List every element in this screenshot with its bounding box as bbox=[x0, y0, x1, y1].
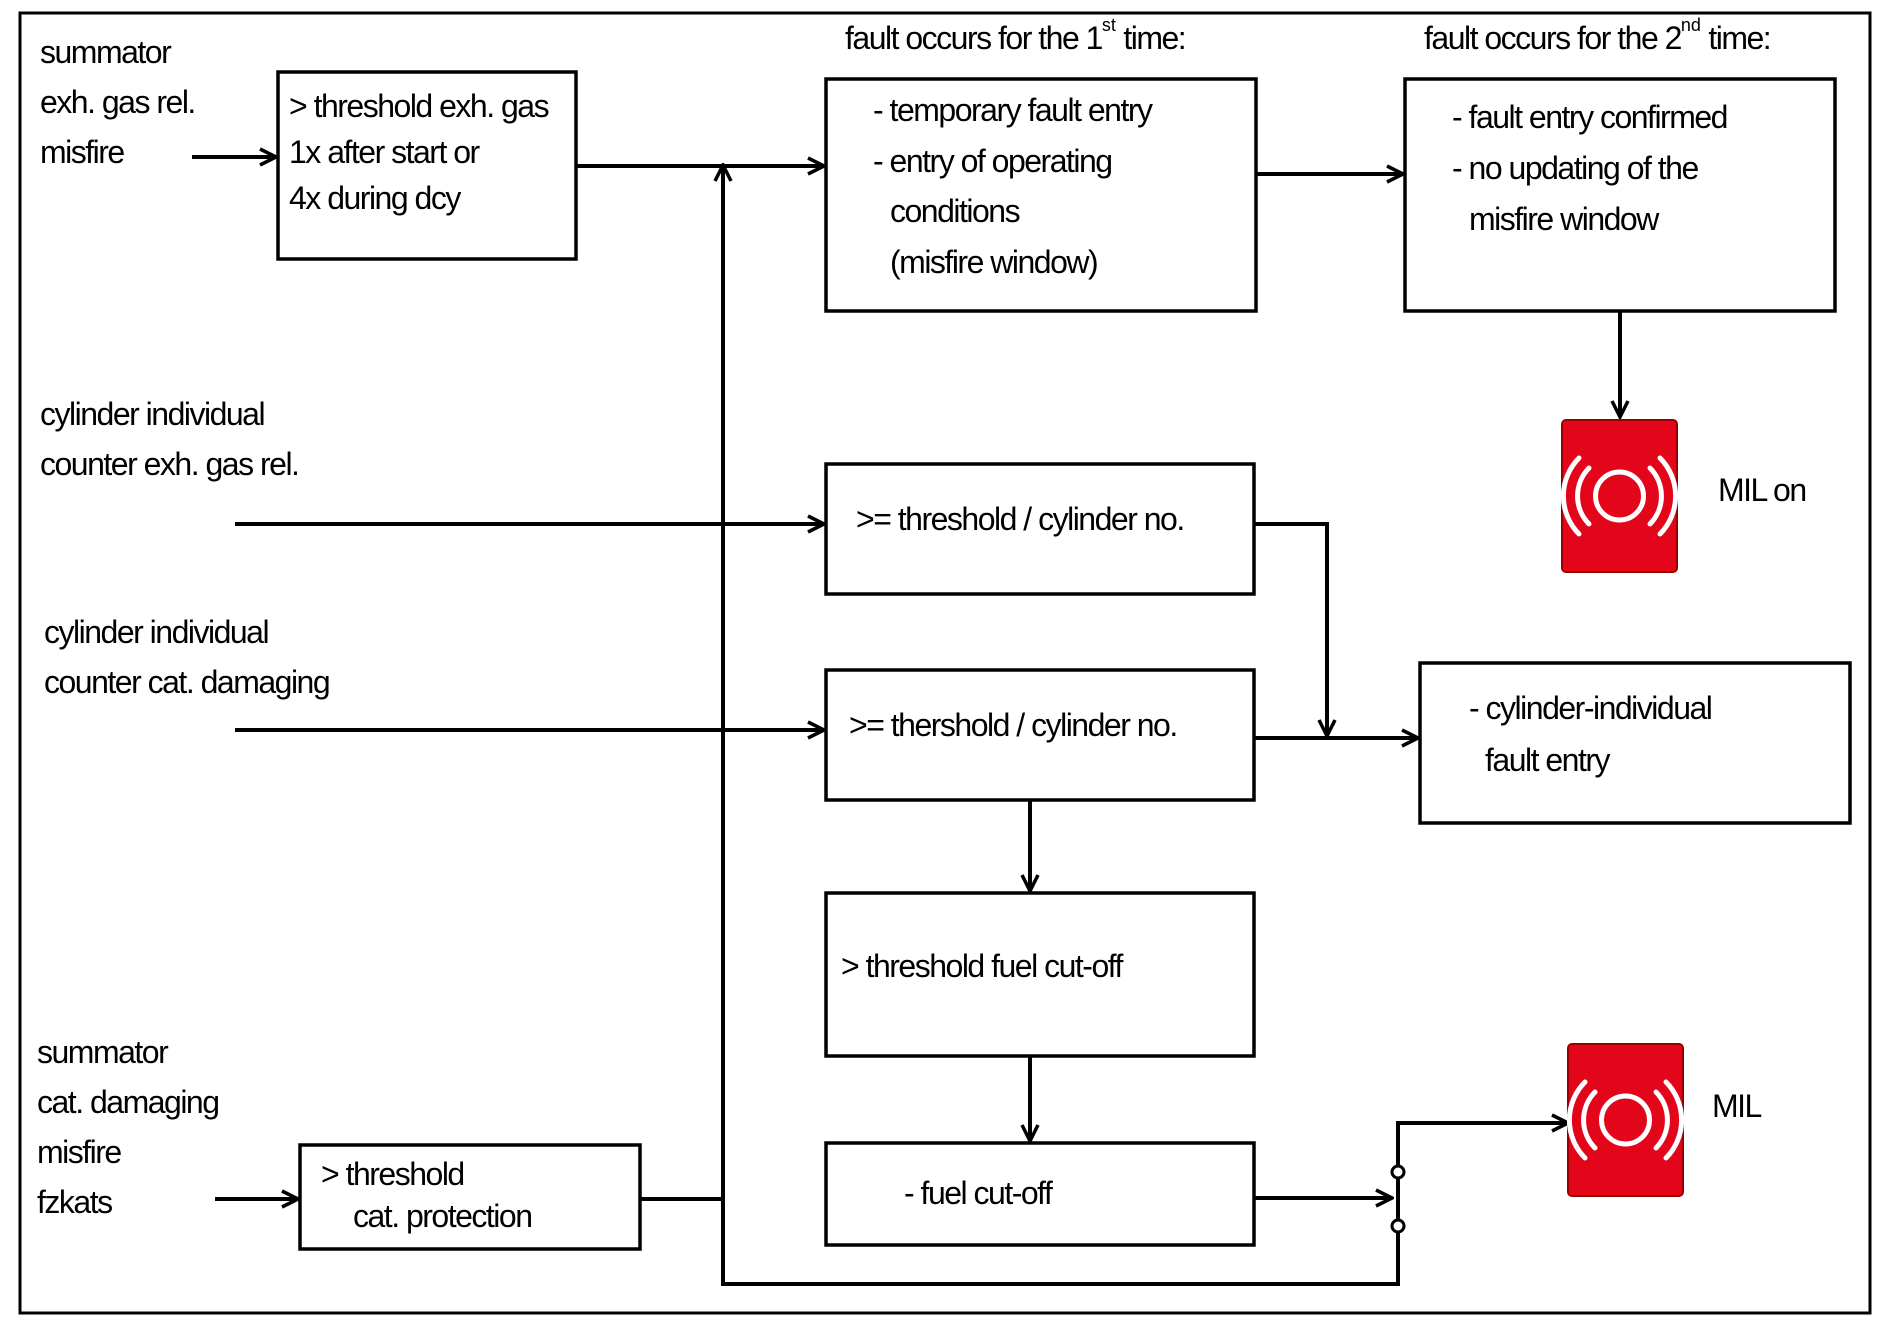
box-cyl-threshold-cat-text: >= thershold / cylinder no. bbox=[849, 707, 1178, 743]
header-first-time-suffix: time: bbox=[1115, 20, 1186, 56]
box-cyl-threshold-cat bbox=[824, 668, 1256, 802]
box-cyl-fault-line2: fault entry bbox=[1485, 742, 1611, 778]
header-second-time-sup: nd bbox=[1680, 15, 1701, 35]
box-fuel-cutoff bbox=[824, 1141, 1256, 1247]
mil-warning-lamp-icon bbox=[1566, 1043, 1685, 1197]
box-second-time-line2: - no updating of the bbox=[1452, 150, 1699, 186]
input-cyl-exh-line1: cylinder individual bbox=[40, 396, 266, 432]
input-summator-exh-line1: summator bbox=[40, 34, 172, 70]
header-first-time-sup: st bbox=[1101, 15, 1116, 35]
box-first-time-line1: - temporary fault entry bbox=[873, 92, 1153, 128]
input-cyl-exh-line2: counter exh. gas rel. bbox=[40, 446, 300, 482]
header-second-time: fault occurs for the 2nd time: bbox=[1424, 16, 1772, 56]
box-first-time-line3: conditions bbox=[890, 193, 1021, 229]
box-cyl-threshold-exh-text: >= threshold / cylinder no. bbox=[856, 501, 1185, 537]
header-second-time-suffix: time: bbox=[1700, 20, 1771, 56]
box-cat-protection-line2: cat. protection bbox=[353, 1198, 533, 1234]
line-cyl-exh-to-junction bbox=[1254, 522, 1327, 736]
box-first-time-fault bbox=[824, 77, 1258, 313]
box-second-time-line1: - fault entry confirmed bbox=[1452, 99, 1728, 135]
box-second-time-line3: misfire window bbox=[1469, 201, 1659, 237]
input-summator-exh-line3: misfire bbox=[40, 134, 125, 170]
box-fuel-threshold-text: > threshold fuel cut-off bbox=[841, 948, 1123, 984]
mil-label: MIL bbox=[1712, 1088, 1762, 1124]
switch-contact-top bbox=[1390, 1164, 1406, 1180]
input-summator-exh-line2: exh. gas rel. bbox=[40, 84, 196, 120]
box-cyl-threshold-exh bbox=[824, 462, 1256, 596]
mil-on-label: MIL on bbox=[1718, 472, 1807, 508]
input-summator-cat-line1: summator bbox=[37, 1034, 169, 1070]
header-first-time-text: fault occurs for the 1 bbox=[845, 20, 1103, 56]
diagram-frame bbox=[18, 11, 1872, 1315]
header-second-time-text: fault occurs for the 2 bbox=[1424, 20, 1682, 56]
switch-contact-bottom bbox=[1390, 1218, 1406, 1234]
input-summator-cat-line2: cat. damaging bbox=[37, 1084, 220, 1120]
input-summator-cat-line4: fzkats bbox=[37, 1184, 113, 1220]
arrow-switch-to-mil bbox=[1396, 1123, 1568, 1170]
box-cat-protection-line1: > threshold bbox=[321, 1156, 465, 1192]
line-cat-protection-feedback bbox=[640, 1197, 1400, 1286]
input-cyl-cat-line1: cylinder individual bbox=[44, 614, 270, 650]
box-cyl-fault-line1: - cylinder-individual bbox=[1469, 690, 1713, 726]
header-first-time: fault occurs for the 1st time: bbox=[845, 16, 1187, 56]
input-cyl-cat-line2: counter cat. damaging bbox=[44, 664, 331, 700]
input-summator-cat-line3: misfire bbox=[37, 1134, 122, 1170]
box-fuel-cutoff-text: - fuel cut-off bbox=[904, 1175, 1053, 1211]
box-threshold-exh-line2: 1x after start or bbox=[289, 134, 480, 170]
box-cyl-fault-entry bbox=[1418, 661, 1852, 825]
box-fuel-threshold bbox=[824, 891, 1256, 1058]
box-threshold-exh-line1: > threshold exh. gas bbox=[289, 88, 550, 124]
box-threshold-exh-line3: 4x during dcy bbox=[289, 180, 461, 216]
mil-on-warning-lamp-icon bbox=[1560, 419, 1679, 573]
box-first-time-line4: (misfire window) bbox=[890, 244, 1099, 280]
box-first-time-line2: - entry of operating bbox=[873, 143, 1113, 179]
